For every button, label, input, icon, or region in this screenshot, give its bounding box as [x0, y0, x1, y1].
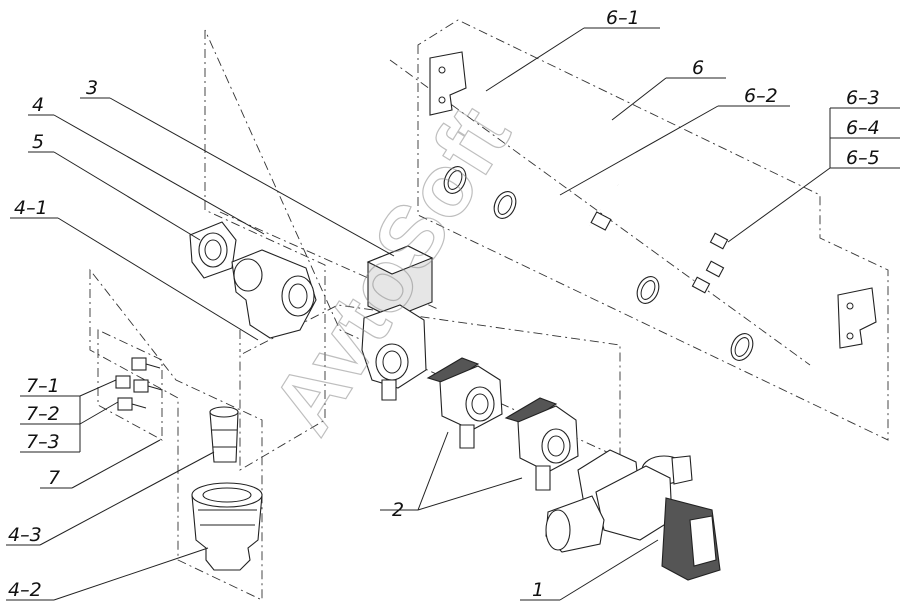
label-7-3: 7–3 — [26, 431, 60, 453]
label-6-2: 6–2 — [744, 85, 778, 107]
part-6-o-rings — [443, 166, 754, 361]
axis-line-6 — [389, 59, 811, 366]
label-4-2: 4–2 — [8, 579, 42, 601]
assembly-outlines — [89, 19, 889, 601]
part-6-bracket-right — [837, 287, 877, 349]
label-4: 4 — [32, 94, 44, 116]
leader-lines — [6, 27, 900, 601]
part-2-section-valve-b — [504, 397, 579, 491]
part-4-3-tube — [209, 406, 239, 463]
outline-group-7 — [97, 329, 163, 441]
part-4-elbow-housing — [231, 249, 317, 339]
part-6-tie-rods — [589, 183, 729, 294]
label-6-1: 6–1 — [606, 7, 640, 29]
callout-labels: 6–1 6 6–2 6–3 6–4 6–5 3 4 5 4–1 7–1 7–2 … — [8, 7, 880, 601]
part-3-valve-actuator — [361, 245, 434, 401]
outline-group-4 — [204, 29, 621, 471]
label-6-4: 6–4 — [846, 117, 880, 139]
label-4-3: 4–3 — [8, 524, 42, 546]
axis-line-4 — [219, 211, 441, 311]
label-2: 2 — [392, 499, 404, 521]
part-5-flange — [189, 221, 237, 279]
label-6-5: 6–5 — [846, 147, 880, 169]
part-6-bracket-left — [429, 51, 467, 116]
label-7-1: 7–1 — [26, 375, 60, 397]
part-4-2-bowl — [191, 482, 263, 571]
part-1-main-regulator — [545, 449, 721, 581]
label-7: 7 — [48, 467, 60, 489]
label-4-1: 4–1 — [14, 197, 48, 219]
part-2-section-valve-a — [426, 357, 503, 449]
label-6-3: 6–3 — [846, 87, 880, 109]
part-7-fasteners — [115, 357, 163, 411]
label-7-2: 7–2 — [26, 403, 60, 425]
label-1: 1 — [532, 579, 544, 601]
outline-group-6 — [417, 19, 889, 441]
label-5: 5 — [32, 131, 44, 153]
outline-group-4-1 — [89, 268, 263, 601]
label-3: 3 — [86, 77, 98, 99]
label-6: 6 — [692, 57, 704, 79]
